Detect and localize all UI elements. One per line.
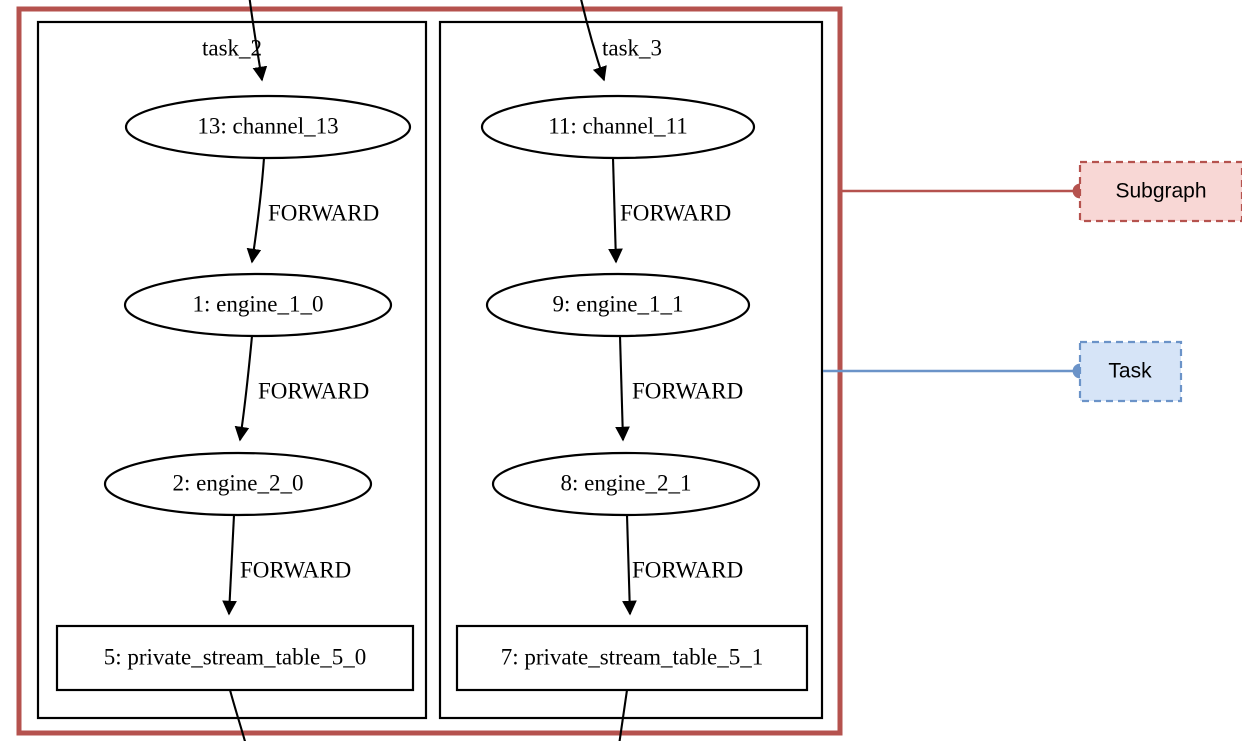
edge-n9-to-n8 [615, 335, 630, 442]
edge-n8-to-n7 [622, 514, 637, 616]
node-9-shape [485, 272, 751, 338]
edge-label-forward-2: FORWARD [258, 378, 369, 403]
node-1-engine-1-0[interactable]: 1: engine_1_0 [123, 272, 393, 338]
cluster-task-3-label: task_3 [602, 35, 662, 60]
node-8-label: 8: engine_2_1 [561, 470, 692, 495]
node-13-label: 13: channel_13 [197, 113, 338, 138]
cluster-task-2: task_2 [36, 20, 428, 720]
node-8-shape [491, 451, 761, 517]
node-13-channel-13[interactable]: 13: channel_13 [124, 94, 412, 160]
legend-box-subgraph [1078, 160, 1242, 223]
cluster-task-3: task_3 [438, 20, 824, 720]
node-7-private-stream-table-5-1[interactable]: 7: private_stream_table_5_1 [455, 624, 809, 692]
edge-n5-outgoing [228, 689, 247, 741]
node-2-shape [103, 451, 373, 517]
node-2-label: 2: engine_2_0 [173, 470, 304, 495]
legend-item-task[interactable]: Task [823, 340, 1183, 403]
edge-label-forward-4: FORWARD [620, 200, 731, 225]
edge-label-forward-6: FORWARD [632, 557, 743, 582]
legend-label-subgraph: Subgraph [1115, 180, 1206, 203]
cluster-task-2-box [36, 20, 428, 720]
node-11-label: 11: channel_11 [548, 113, 687, 138]
node-11-shape [480, 94, 756, 160]
node-5-label: 5: private_stream_table_5_0 [104, 644, 367, 669]
node-1-label: 1: engine_1_0 [193, 291, 324, 316]
node-7-shape [455, 624, 809, 692]
legend-item-subgraph[interactable]: Subgraph [841, 160, 1242, 223]
cluster-task-3-box [438, 20, 824, 720]
node-1-shape [123, 272, 393, 338]
edge-n1-to-n2 [234, 335, 254, 442]
node-8-engine-2-1[interactable]: 8: engine_2_1 [491, 451, 761, 517]
node-7-label: 7: private_stream_table_5_1 [501, 644, 764, 669]
edge-n13-to-n1 [246, 157, 266, 264]
node-5-shape [55, 624, 415, 692]
legend-box-task [1078, 340, 1183, 403]
edge-label-forward-1: FORWARD [268, 200, 379, 225]
node-13-shape [124, 94, 412, 160]
edge-label-forward-5: FORWARD [632, 378, 743, 403]
edge-incoming-to-n11 [580, 0, 607, 82]
node-11-channel-11[interactable]: 11: channel_11 [480, 94, 756, 160]
edge-label-forward-3: FORWARD [240, 557, 351, 582]
node-2-engine-2-0[interactable]: 2: engine_2_0 [103, 451, 373, 517]
legend-label-task: Task [1108, 360, 1152, 383]
node-5-private-stream-table-5-0[interactable]: 5: private_stream_table_5_0 [55, 624, 415, 692]
node-9-engine-1-1[interactable]: 9: engine_1_1 [485, 272, 751, 338]
edge-incoming-to-n13 [248, 0, 268, 82]
cluster-task-2-label: task_2 [202, 35, 262, 60]
node-9-label: 9: engine_1_1 [553, 291, 684, 316]
edge-n7-outgoing [618, 689, 629, 741]
edge-n11-to-n9 [608, 157, 623, 264]
edge-n2-to-n5 [222, 514, 237, 616]
